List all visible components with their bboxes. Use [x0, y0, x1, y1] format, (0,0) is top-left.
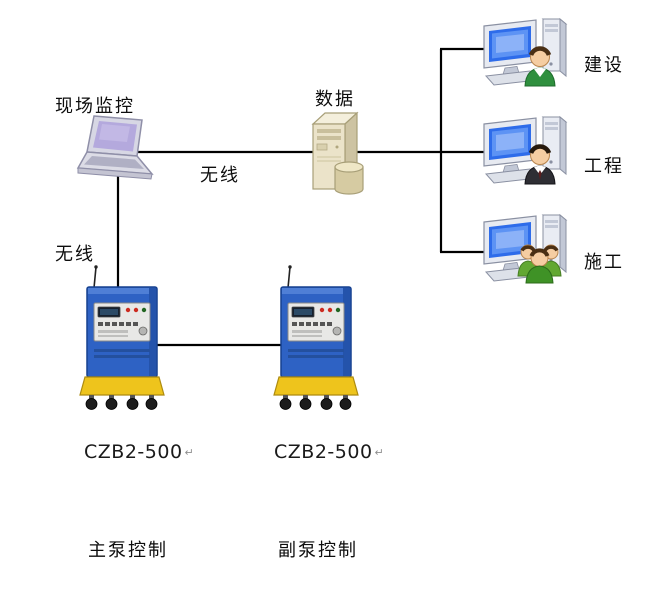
machine2-model-text: CZB2-500 [274, 441, 373, 463]
machine1-return-mark: ↵ [184, 446, 194, 459]
label-client-contractor: 施工 [584, 252, 624, 273]
label-data-server: 数据 [315, 89, 355, 110]
machine1-model-label: CZB2-500↵ [84, 441, 194, 463]
workstation-icon-construction [483, 18, 567, 87]
label-client-engineering: 工程 [584, 156, 624, 177]
connection-lines [116, 47, 492, 347]
machine1-model-text: CZB2-500 [84, 441, 183, 463]
label-site-monitoring: 现场监控 [55, 96, 135, 117]
label-wireless-top: 无线 [200, 165, 240, 186]
machine2-model-label: CZB2-500↵ [274, 441, 384, 463]
pump-controller-1-icon [79, 264, 165, 411]
laptop-icon [76, 115, 154, 180]
label-client-construction: 建设 [584, 55, 624, 76]
label-wireless-left: 无线 [55, 244, 95, 265]
person-green-icon [524, 46, 556, 87]
machine1-role-label: 主泵控制 [88, 540, 168, 561]
machine2-return-mark: ↵ [374, 446, 384, 459]
workstation-icon-engineering [483, 116, 567, 185]
people-group-icon [517, 244, 562, 284]
person-suit-icon [524, 144, 556, 185]
server-database-icon [311, 111, 364, 195]
machine2-role-label: 副泵控制 [278, 540, 358, 561]
workstation-icon-contractor [483, 214, 567, 284]
pump-controller-2-icon [273, 264, 359, 411]
